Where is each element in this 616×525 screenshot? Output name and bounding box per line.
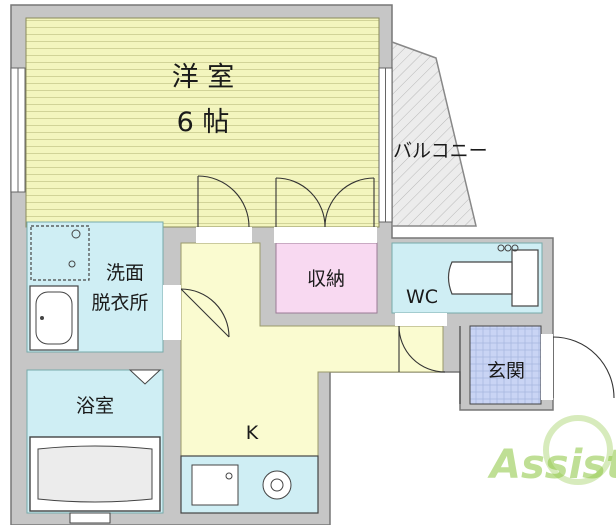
entrance-label: 玄関 (487, 360, 525, 382)
washroom-label-line2: 脱衣所 (91, 292, 148, 314)
washroom-label-line1: 洗面 (106, 262, 144, 284)
door-openings (163, 227, 553, 400)
doors (180, 175, 615, 399)
window-left (10, 67, 26, 193)
washing-machine-pan (30, 225, 90, 281)
storage-label: 収納 (307, 268, 345, 290)
bath-vent (128, 369, 162, 385)
western-room-name: 洋 室 (172, 62, 235, 93)
window-balcony (378, 67, 393, 223)
balcony-label: バルコニー (393, 140, 488, 162)
toilet-label: WC (406, 286, 438, 308)
bathtub (29, 436, 161, 512)
western-room-size: 6 帖 (177, 107, 230, 138)
entrance (469, 325, 542, 405)
washbasin (29, 285, 79, 351)
bathroom-step (69, 512, 111, 524)
balcony (391, 40, 477, 227)
assist-logo: Assist (487, 415, 616, 488)
kitchen-label: K (246, 422, 259, 444)
kitchen-counter (180, 455, 319, 514)
logo-text: Assist (487, 442, 616, 488)
bathroom-label: 浴室 (76, 395, 114, 417)
toilet (447, 244, 539, 307)
